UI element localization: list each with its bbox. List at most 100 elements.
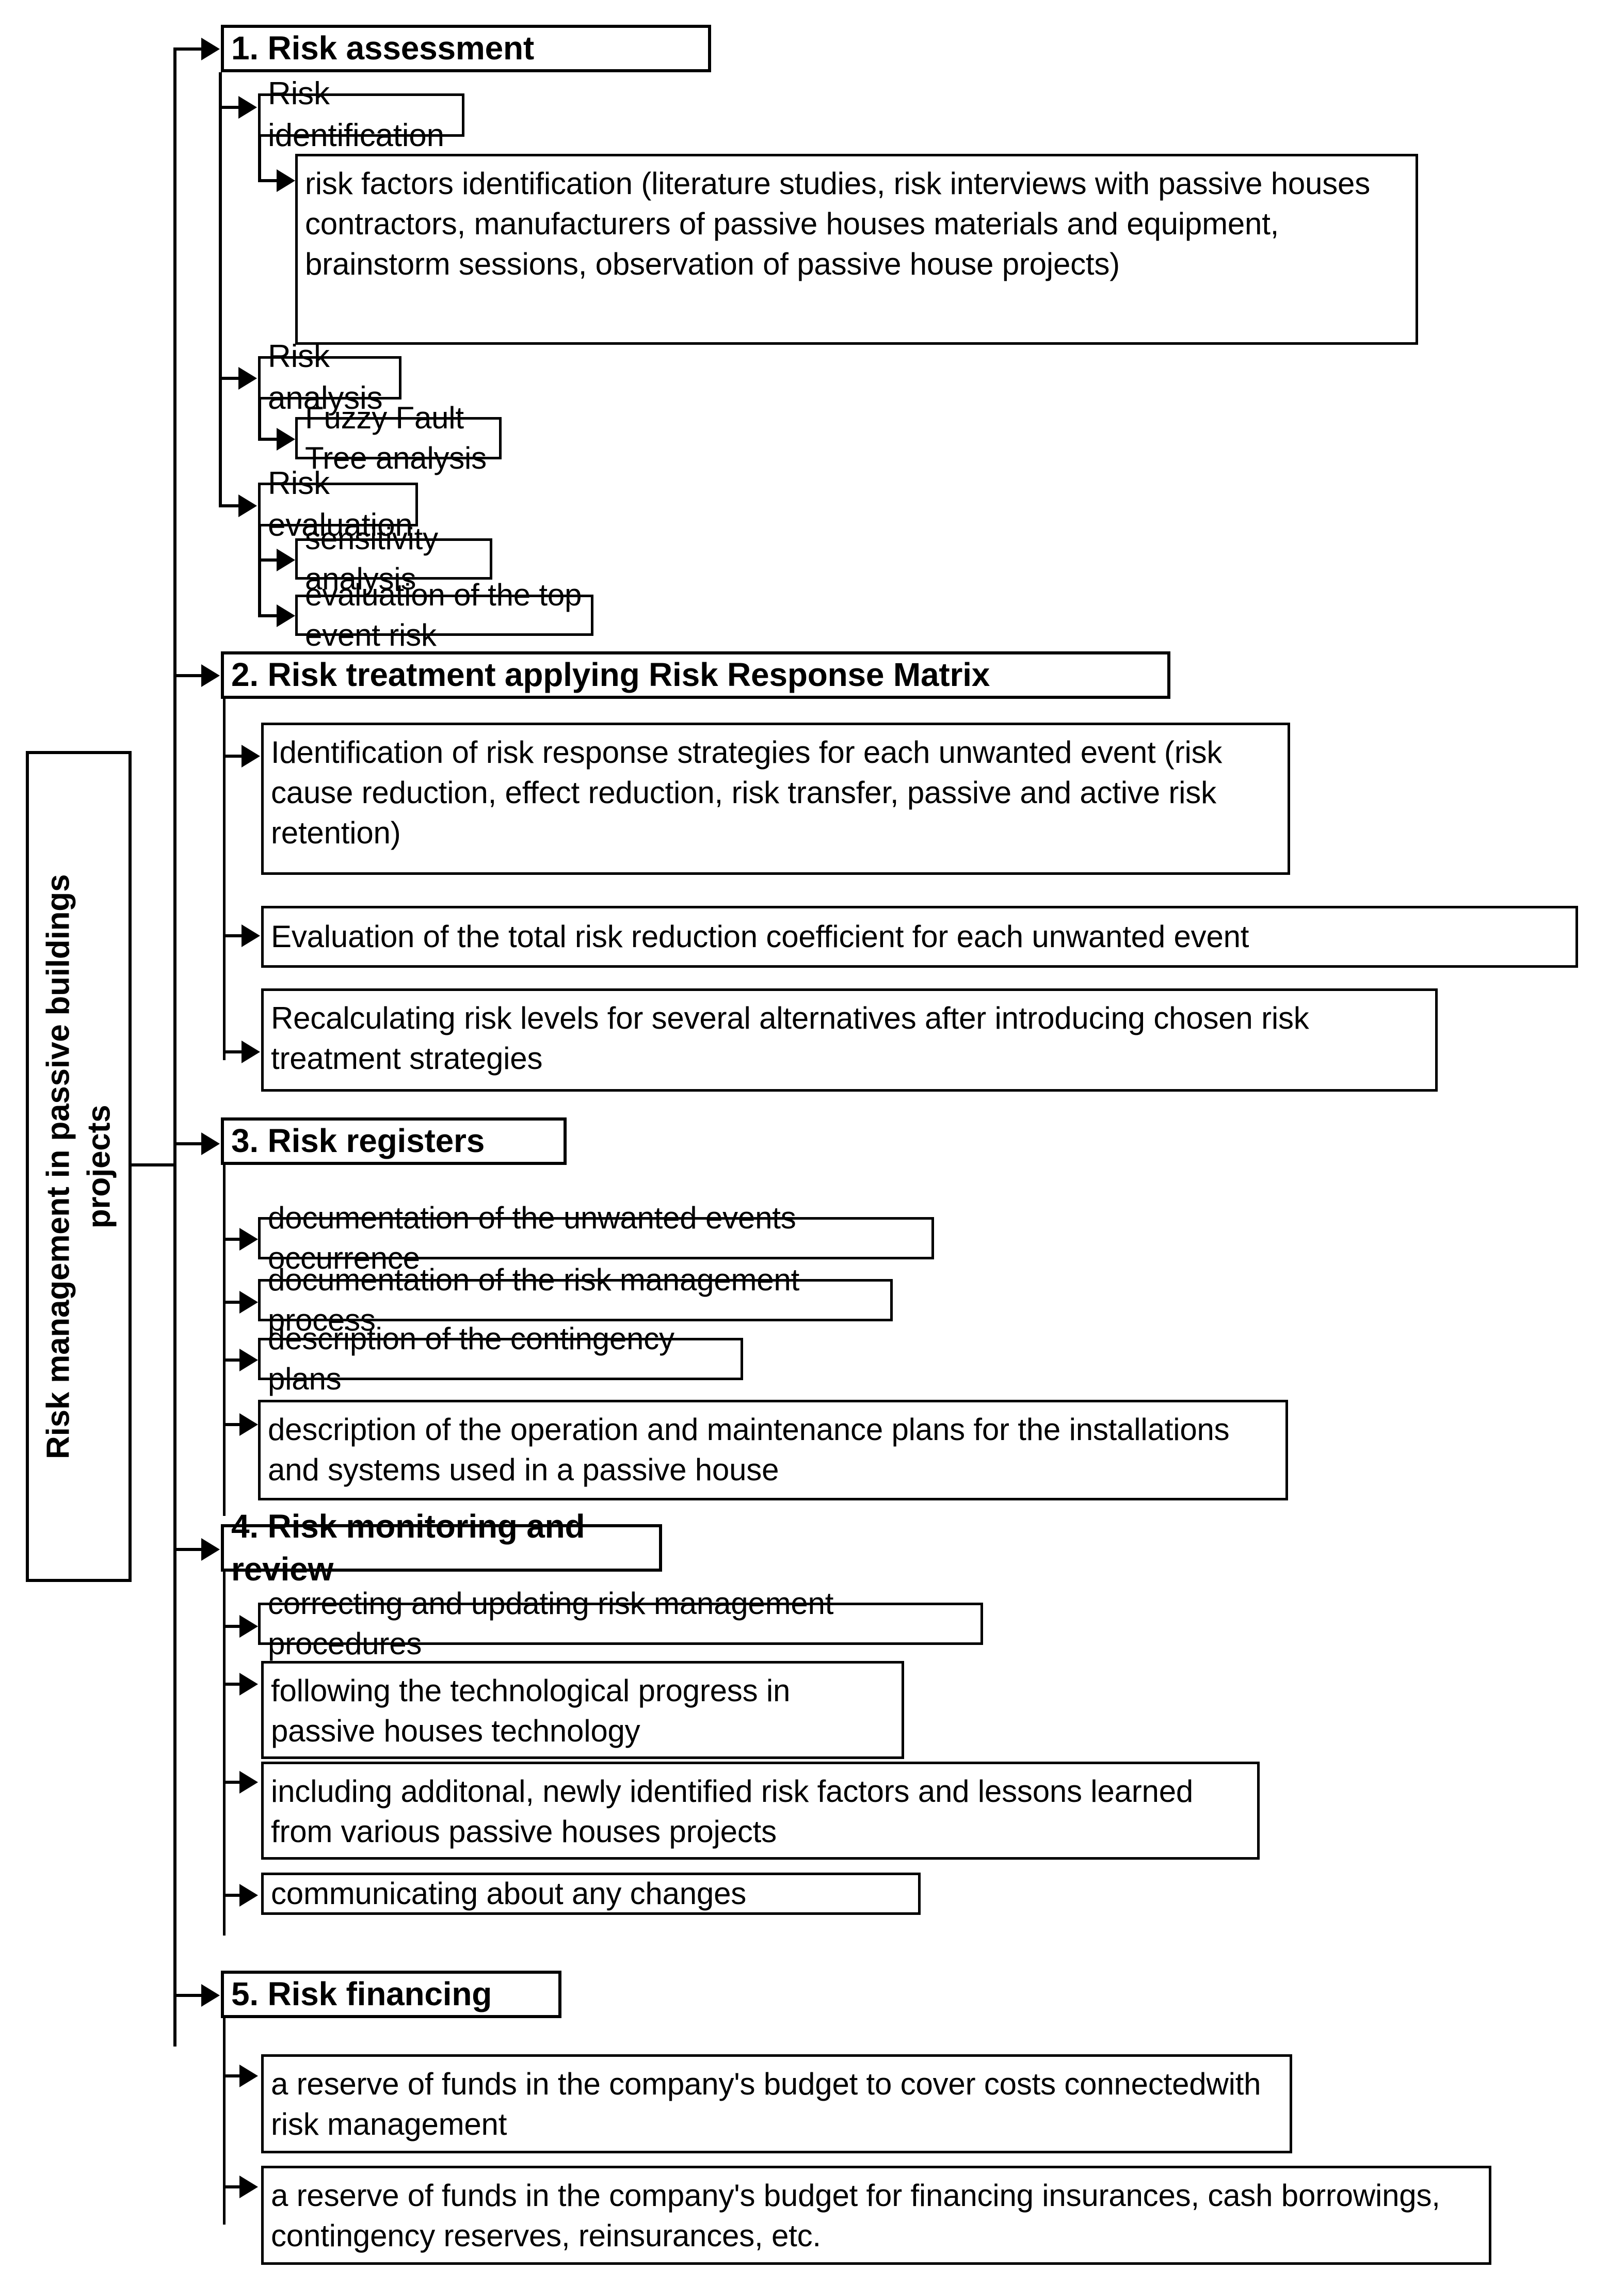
technological-progress-text: following the technological progress in … (271, 1673, 791, 1748)
doc-risk-process-text: documentation of the risk management pro… (268, 1262, 800, 1337)
doc-unwanted-events-box[interactable]: documentation of the unwanted events occ… (258, 1201, 934, 1275)
section-4-branch-line (223, 1572, 226, 1936)
section-3-heading-box[interactable]: 3. Risk registers (221, 1117, 567, 1165)
reserve-financing-insurances-text: a reserve of funds in the company's budg… (271, 2178, 1440, 2253)
total-risk-reduction-text: Evaluation of the total risk reduction c… (271, 919, 1249, 954)
arrow-to-additional-risk-factors (239, 1771, 258, 1794)
branch-3a (223, 1238, 242, 1241)
root-label-line1: Risk management in passive buildings (40, 874, 76, 1459)
branch-3b (223, 1301, 242, 1304)
sensitivity-analysis-box[interactable]: sensitivity analysis (295, 521, 492, 596)
branch-1b1 (258, 438, 279, 441)
branch-3d (223, 1423, 242, 1426)
section-1-heading-text: 1. Risk assessment (231, 29, 534, 67)
reserve-cover-costs-box[interactable]: a reserve of funds in the company's budg… (261, 2054, 1292, 2153)
section-5-heading-text: 5. Risk financing (231, 1975, 492, 2013)
branch-1b (219, 377, 240, 380)
risk-analysis-box[interactable]: Risk analysis (258, 339, 401, 416)
arrow-to-sensitivity-analysis (277, 549, 295, 571)
branch-2c (223, 1050, 244, 1053)
risk-identification-branch-line (258, 136, 261, 182)
root-label-line2: projects (81, 1105, 117, 1228)
risk-factors-identification-box[interactable]: risk factors identification (literature … (295, 154, 1418, 345)
section-4-heading-text: 4. Risk monitoring and review (231, 1507, 585, 1588)
identification-strategies-box[interactable]: Identification of risk response strategi… (261, 723, 1290, 875)
section-5-heading-box[interactable]: 5. Risk financing (221, 1971, 561, 2018)
operation-maintenance-text: description of the operation and mainten… (268, 1412, 1230, 1487)
reserve-financing-insurances-box[interactable]: a reserve of funds in the company's budg… (261, 2166, 1491, 2265)
additional-risk-factors-box[interactable]: including additonal, newly identified ri… (261, 1762, 1260, 1860)
contingency-plans-box[interactable]: description of the contingency plans (258, 1321, 743, 1396)
top-event-risk-text: evaluation of the top event risk (305, 578, 582, 652)
arrow-to-section-3 (201, 1132, 220, 1155)
branch-2b (223, 934, 244, 937)
arrow-to-risk-factors (277, 169, 295, 192)
total-risk-reduction-box[interactable]: Evaluation of the total risk reduction c… (261, 906, 1578, 968)
risk-identification-text: Risk identification (268, 76, 444, 153)
doc-unwanted-events-text: documentation of the unwanted events occ… (268, 1201, 796, 1275)
branch-2a (223, 755, 244, 758)
section-4-heading-box[interactable]: 4. Risk monitoring and review (221, 1508, 662, 1588)
arrow-to-reserve-financing-insurances (239, 2176, 258, 2198)
section-3-branch-line (223, 1165, 226, 1516)
arrow-to-communicating-changes (239, 1884, 258, 1907)
arrow-to-risk-identification (238, 96, 257, 119)
arrow-to-fuzzy-fault-tree (277, 428, 295, 451)
branch-1c2 (258, 614, 279, 617)
doc-risk-process-box[interactable]: documentation of the risk management pro… (258, 1262, 893, 1337)
arrow-to-section-5 (201, 1984, 220, 2007)
arrow-to-risk-analysis (238, 367, 257, 390)
arrow-to-top-event-risk (277, 604, 295, 627)
trunk-branch-1 (173, 47, 203, 51)
reserve-cover-costs-text: a reserve of funds in the company's budg… (271, 2067, 1261, 2141)
branch-4d (223, 1894, 242, 1897)
contingency-plans-text: description of the contingency plans (268, 1321, 674, 1396)
section-2-heading-box[interactable]: 2. Risk treatment applying Risk Response… (221, 651, 1170, 699)
arrow-to-section-2 (201, 664, 220, 687)
arrow-to-recalculating-risk (242, 1041, 260, 1063)
risk-analysis-text: Risk analysis (268, 339, 383, 416)
risk-factors-identification-text: risk factors identification (literature … (305, 166, 1371, 281)
section-1-branch-line (219, 72, 222, 506)
section-2-heading-text: 2. Risk treatment applying Risk Response… (231, 656, 990, 694)
root-label-text: Risk management in passive buildings pro… (38, 874, 120, 1459)
risk-evaluation-branch-line (258, 525, 261, 616)
arrow-to-section-1 (201, 38, 220, 60)
communicating-changes-box[interactable]: communicating about any changes (261, 1873, 921, 1915)
fuzzy-fault-tree-box[interactable]: Fuzzy Fault Tree analysis (295, 401, 502, 475)
root-label-box: Risk management in passive buildings pro… (26, 751, 132, 1582)
risk-identification-box[interactable]: Risk identification (258, 76, 464, 153)
top-event-risk-box[interactable]: evaluation of the top event risk (295, 578, 593, 652)
identification-strategies-text: Identification of risk response strategi… (271, 735, 1223, 850)
branch-1c1 (258, 558, 279, 562)
additional-risk-factors-text: including additonal, newly identified ri… (271, 1774, 1194, 1849)
arrow-to-section-4 (201, 1538, 220, 1561)
arrow-to-technological-progress (239, 1673, 258, 1696)
main-trunk-line (173, 49, 176, 2047)
branch-1a (219, 106, 240, 109)
arrow-to-reserve-cover-costs (239, 2065, 258, 2087)
risk-evaluation-box[interactable]: Risk evaluation (258, 466, 418, 543)
technological-progress-box[interactable]: following the technological progress in … (261, 1661, 904, 1759)
correcting-updating-box[interactable]: correcting and updating risk management … (258, 1586, 983, 1661)
arrow-to-risk-evaluation (238, 494, 257, 517)
branch-1c (219, 504, 240, 507)
operation-maintenance-box[interactable]: description of the operation and mainten… (258, 1400, 1288, 1500)
section-3-heading-text: 3. Risk registers (231, 1122, 485, 1160)
section-1-heading-box[interactable]: 1. Risk assessment (221, 25, 711, 72)
arrow-to-doc-risk-process (239, 1291, 258, 1314)
sensitivity-analysis-text: sensitivity analysis (305, 521, 438, 596)
arrow-to-doc-unwanted-events (239, 1228, 258, 1251)
risk-evaluation-text: Risk evaluation (268, 465, 413, 543)
arrow-to-correcting-updating (239, 1615, 258, 1638)
branch-5b (223, 2185, 242, 2188)
branch-4b (223, 1683, 242, 1686)
correcting-updating-text: correcting and updating risk management … (268, 1586, 834, 1661)
recalculating-risk-box[interactable]: Recalculating risk levels for several al… (261, 988, 1438, 1092)
arrow-to-contingency-plans (239, 1349, 258, 1371)
risk-analysis-branch-line (258, 398, 261, 441)
arrow-to-identification-strategies (242, 745, 260, 768)
communicating-changes-text: communicating about any changes (271, 1876, 747, 1911)
section-5-branch-line (223, 2018, 226, 2225)
